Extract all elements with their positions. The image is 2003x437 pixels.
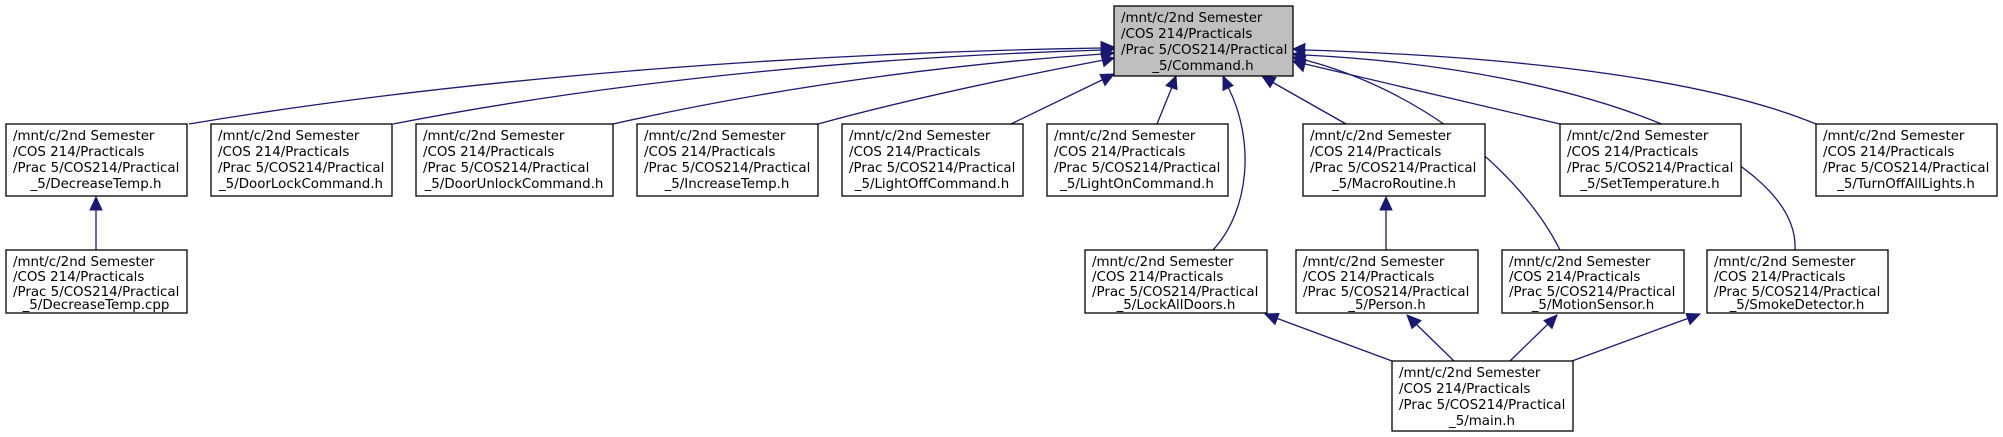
node-line: /COS 214/Practicals [1823,145,1954,160]
node-line: /mnt/c/2nd Semester [13,129,155,144]
node-lockalldoors-h[interactable]: /mnt/c/2nd Semester /COS 214/Practicals … [1084,249,1268,314]
node-motionsensor-h[interactable]: /mnt/c/2nd Semester /COS 214/Practicals … [1501,249,1685,314]
node-line: /mnt/c/2nd Semester [1567,129,1709,144]
node-line: /COS 214/Practicals [218,145,349,160]
node-line: /Prac 5/COS214/Practical [1092,285,1258,300]
edge-decreasetemp-cpp-to-decreasetemp-h [89,195,103,250]
node-line: /Prac 5/COS214/Practical [644,161,810,176]
node-line: /COS 214/Practicals [1567,145,1698,160]
edge-lockalldoors-h-to-command-h [1212,74,1246,251]
node-settemperature-h[interactable]: /mnt/c/2nd Semester /COS 214/Practicals … [1559,123,1742,197]
edge-person-h-to-macroroutine-h [1379,195,1393,250]
node-line: /mnt/c/2nd Semester [849,129,991,144]
node-smokedetector-h[interactable]: /mnt/c/2nd Semester /COS 214/Practicals … [1706,249,1889,314]
node-line: _5/LightOnCommand.h [1059,177,1214,192]
node-increasetemp-h[interactable]: /mnt/c/2nd Semester /COS 214/Practicals … [636,123,819,197]
node-line: _5/MacroRoutine.h [1331,177,1456,192]
node-line: _5/SmokeDetector.h [1729,298,1865,313]
node-decreasetemp-h[interactable]: /mnt/c/2nd Semester /COS 214/Practicals … [5,123,188,197]
node-line: /COS 214/Practicals [1054,145,1185,160]
node-line: /mnt/c/2nd Semester [1310,129,1452,144]
node-line: /Prac 5/COS214/Practical [1714,285,1880,300]
node-line: _5/Person.h [1347,298,1425,313]
node-person-h[interactable]: /mnt/c/2nd Semester /COS 214/Practicals … [1295,249,1479,314]
node-line: /COS 214/Practicals [1399,382,1530,397]
node-line: /Prac 5/COS214/Practical [849,161,1015,176]
node-line: /Prac 5/COS214/Practical [1303,285,1469,300]
node-doorlockcommand-h[interactable]: /mnt/c/2nd Semester /COS 214/Practicals … [210,123,393,197]
node-doorunlockcommand-h[interactable]: /mnt/c/2nd Semester /COS 214/Practicals … [415,123,614,197]
node-line: /COS 214/Practicals [1310,145,1441,160]
node-decreasetemp-cpp[interactable]: /mnt/c/2nd Semester /COS 214/Practicals … [5,249,188,314]
node-lightoffcommand-h[interactable]: /mnt/c/2nd Semester /COS 214/Practicals … [841,123,1024,197]
node-command-h[interactable]: /mnt/c/2nd Semester /COS 214/Practicals … [1113,5,1294,77]
edge-doorlockcommand-h-to-command-h [392,42,1116,125]
node-line: /COS 214/Practicals [849,145,980,160]
node-line: /COS 214/Practicals [1092,270,1223,285]
node-line: _5/main.h [1448,414,1515,429]
node-line: /Prac 5/COS214/Practical [1310,161,1476,176]
node-line: /COS 214/Practicals [1509,270,1640,285]
node-line: /COS 214/Practicals [13,270,144,285]
edge-main-h-to-smokedetector-h [1571,312,1702,362]
edge-lightoffcommand-h-to-command-h [1010,73,1116,125]
node-line: /mnt/c/2nd Semester [1399,366,1541,381]
node-line: /mnt/c/2nd Semester [1509,255,1651,270]
node-line: _5/LightOffCommand.h [854,177,1009,192]
node-line: /mnt/c/2nd Semester [218,129,360,144]
node-line: /Prac 5/COS214/Practical [13,285,179,300]
edge-main-h-to-lockalldoors-h [1263,312,1393,362]
node-line: _5/DecreaseTemp.h [30,177,162,192]
node-line: /Prac 5/COS214/Practical [423,161,589,176]
node-line: /mnt/c/2nd Semester [1823,129,1965,144]
node-line: /mnt/c/2nd Semester [644,129,786,144]
edge-increasetemp-h-to-command-h [817,53,1116,125]
node-line: _5/Command.h [1151,59,1253,74]
node-line: /COS 214/Practicals [1121,27,1252,42]
node-line: /mnt/c/2nd Semester [1303,255,1445,270]
node-line: /mnt/c/2nd Semester [1092,255,1234,270]
node-line: _5/DecreaseTemp.cpp [22,298,170,313]
node-main-h[interactable]: /mnt/c/2nd Semester /COS 214/Practicals … [1391,360,1574,432]
node-line: /Prac 5/COS214/Practical [1054,161,1220,176]
node-line: /mnt/c/2nd Semester [1714,255,1856,270]
edge-lightoncommand-h-to-command-h [1156,74,1178,125]
node-line: /Prac 5/COS214/Practical [13,161,179,176]
edge-turnofflights-h-to-command-h [1291,42,1817,125]
node-line: /COS 214/Practicals [13,145,144,160]
node-line: /mnt/c/2nd Semester [1054,129,1196,144]
node-line: /mnt/c/2nd Semester [1121,11,1263,26]
edge-main-h-to-person-h [1406,314,1455,362]
node-line: /COS 214/Practicals [1303,270,1434,285]
node-turnofflights-h[interactable]: /mnt/c/2nd Semester /COS 214/Practicals … [1815,123,1998,197]
node-line: /Prac 5/COS214/Practical [1121,43,1287,58]
node-line: _5/MotionSensor.h [1531,298,1655,313]
node-line: /Prac 5/COS214/Practical [1509,285,1675,300]
node-line: _5/LockAllDoors.h [1116,298,1236,313]
node-line: /COS 214/Practicals [1714,270,1845,285]
node-line: /mnt/c/2nd Semester [13,255,155,270]
node-line: /Prac 5/COS214/Practical [1823,161,1989,176]
node-line: /Prac 5/COS214/Practical [1567,161,1733,176]
node-line: /mnt/c/2nd Semester [423,129,565,144]
node-line: _5/TurnOffAllLights.h [1836,177,1975,192]
node-macroroutine-h[interactable]: /mnt/c/2nd Semester /COS 214/Practicals … [1302,123,1486,197]
node-line: _5/SetTemperature.h [1579,177,1719,192]
node-line: _5/IncreaseTemp.h [664,177,790,192]
edge-macroroutine-h-to-command-h [1260,75,1347,125]
node-line: _5/DoorLockCommand.h [218,177,383,192]
node-line: /COS 214/Practicals [423,145,554,160]
node-line: /Prac 5/COS214/Practical [1399,398,1565,413]
edge-settemperature-h-to-command-h [1291,58,1561,125]
edge-decreasetemp-h-to-command-h [188,40,1116,125]
node-line: /COS 214/Practicals [644,145,775,160]
node-lightoncommand-h[interactable]: /mnt/c/2nd Semester /COS 214/Practicals … [1046,123,1229,197]
edge-main-h-to-motionsensor-h [1509,314,1558,362]
node-line: _5/DoorUnlockCommand.h [424,177,604,192]
node-line: /Prac 5/COS214/Practical [218,161,384,176]
